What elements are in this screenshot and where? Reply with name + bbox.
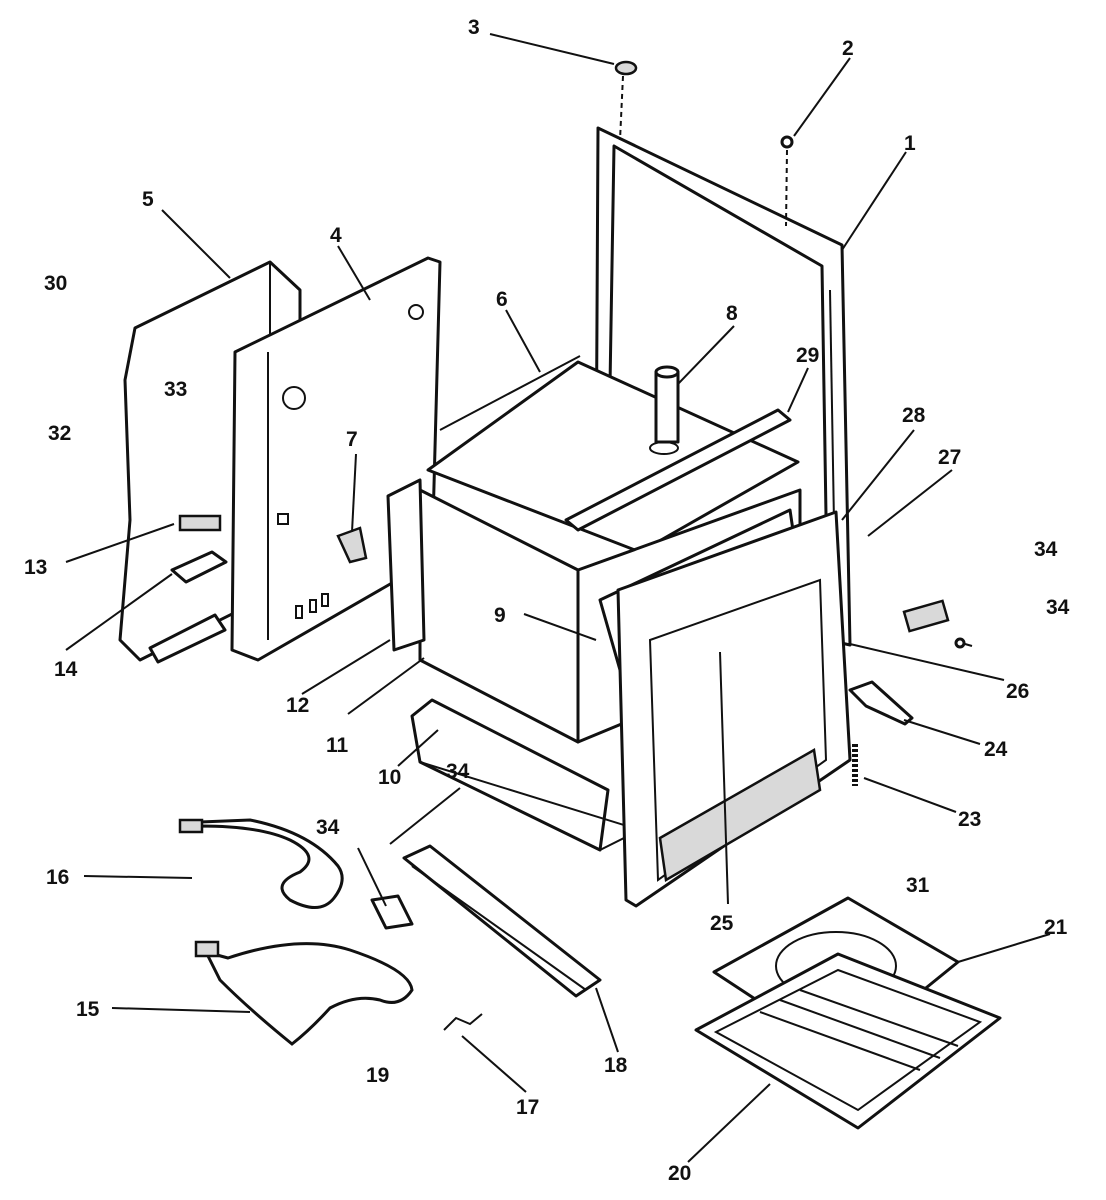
callout-26: 26 <box>1006 680 1029 703</box>
callout-28: 28 <box>902 404 926 427</box>
callout-4: 4 <box>330 224 342 247</box>
part-broil-element <box>203 942 414 1046</box>
callout-13: 13 <box>24 556 47 579</box>
part-broiler-pan <box>694 952 1002 1130</box>
callout-32: 32 <box>48 422 71 445</box>
callout-16: 16 <box>46 866 69 889</box>
callout-24: 24 <box>984 738 1008 761</box>
part-hinge <box>848 680 914 726</box>
callout-34-screw-left: 34 <box>446 760 470 783</box>
callout-11: 11 <box>326 734 349 757</box>
callout-10: 10 <box>378 766 401 789</box>
callout-33: 33 <box>164 378 187 401</box>
callout-12: 12 <box>286 694 309 717</box>
callout-21: 21 <box>1044 916 1068 939</box>
callout-23: 23 <box>958 808 981 831</box>
part-door-frame <box>616 510 852 908</box>
part-vent-tube <box>649 365 680 455</box>
callout-3: 3 <box>468 16 480 39</box>
callout-1: 1 <box>904 132 916 155</box>
part-top-clip <box>614 60 638 76</box>
callout-9: 9 <box>494 604 506 627</box>
part-terminal-block <box>170 514 228 584</box>
callout-7: 7 <box>346 428 358 451</box>
callout-15: 15 <box>76 998 100 1021</box>
part-clip-17 <box>443 1013 483 1031</box>
part-plate-34 <box>902 599 950 633</box>
part-trim-strip <box>564 408 792 532</box>
callout-19: 19 <box>366 1064 389 1087</box>
part-screw-2 <box>780 135 794 149</box>
leader-lines <box>65 33 1051 1163</box>
callout-5: 5 <box>142 188 154 211</box>
part-bracket-34 <box>370 894 414 930</box>
callout-25: 25 <box>710 912 734 935</box>
part-bottom-pan <box>410 698 610 852</box>
callout-34-screw: 34 <box>1046 596 1070 619</box>
part-bake-element <box>185 818 344 909</box>
callout-14: 14 <box>54 658 78 681</box>
callout-27: 27 <box>938 446 961 469</box>
callout-30: 30 <box>44 272 67 295</box>
callout-31: 31 <box>906 874 930 897</box>
callout-18: 18 <box>604 1054 628 1077</box>
callout-34-bracket: 34 <box>316 816 340 839</box>
part-drawer-rail <box>402 844 602 998</box>
callout-34-plate: 34 <box>1034 538 1058 561</box>
callout-29: 29 <box>796 344 819 367</box>
callout-17: 17 <box>516 1096 539 1119</box>
callout-6: 6 <box>496 288 508 311</box>
callout-8: 8 <box>726 302 738 325</box>
callout-20: 20 <box>668 1162 691 1185</box>
callout-2: 2 <box>842 37 854 60</box>
callout-labels: 3 2 1 5 4 30 6 8 29 33 32 7 28 27 34 13 … <box>24 16 1070 1185</box>
